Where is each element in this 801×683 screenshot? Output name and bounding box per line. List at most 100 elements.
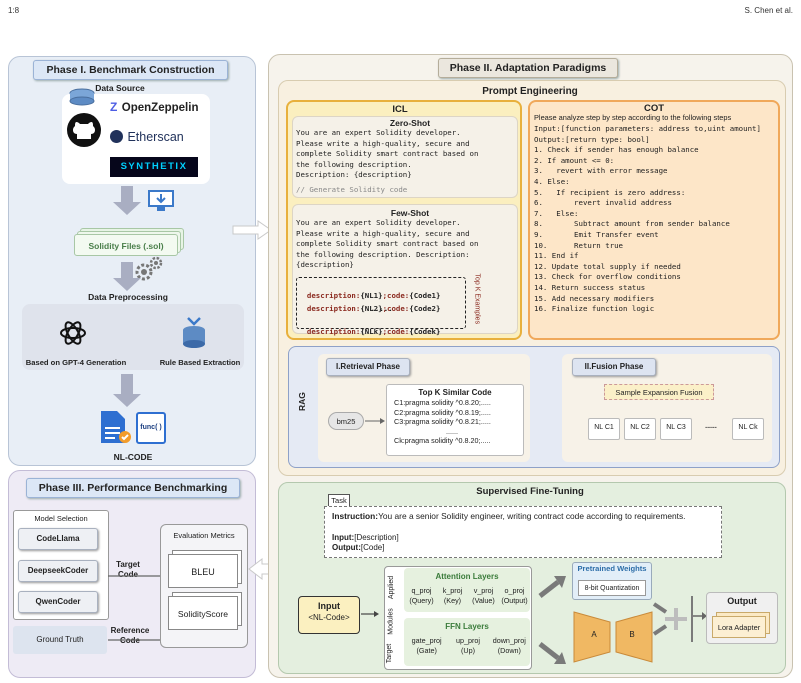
- nl-item: NL C2: [624, 418, 656, 440]
- task-box: [324, 506, 722, 558]
- cot-step: Input:[function parameters: address to,u…: [534, 124, 761, 133]
- solidity-files: Solidity Files (.sol): [74, 234, 178, 256]
- arrow-right: [365, 418, 385, 424]
- cot-title: COT: [643, 103, 665, 114]
- target-code-label: Target Code: [116, 560, 140, 579]
- target-modules-label: Applied Modules Target: [386, 575, 396, 664]
- flow-arrow-down: [113, 186, 141, 215]
- similar-code-line: C2:pragma solidity ^0.8.19;.....: [394, 407, 491, 417]
- cot-step: 7. Else:: [534, 208, 579, 218]
- sft-title: Supervised Fine-Tuning: [476, 486, 584, 497]
- cot-step: Output:[return type: bool]: [534, 134, 650, 144]
- cot-intro: Please analyze step by step according to…: [534, 113, 732, 122]
- sample-expansion-box: Sample Expansion Fusion: [604, 384, 714, 400]
- few-shot-box: [292, 204, 518, 334]
- arrow-right: [693, 612, 707, 620]
- lora-arrows: [538, 576, 566, 664]
- rule-extraction-icon: [183, 317, 205, 348]
- lora-ab-shapes: [573, 611, 653, 663]
- rule-label: Rule Based Extraction: [159, 358, 241, 367]
- example-row: description:{NL1};code:{Code1}: [306, 290, 441, 300]
- ground-truth-box: Ground Truth: [13, 626, 107, 654]
- similar-code-line: ......: [446, 426, 458, 436]
- few-shot-text: You are an expert Solidity developer. Pl…: [296, 218, 479, 270]
- lora-b-label: B: [629, 630, 635, 639]
- document-icon: [101, 411, 125, 443]
- phase1-title: Phase I. Benchmark Construction: [33, 60, 228, 80]
- topk-similar-lines: C1:pragma solidity ^0.8.20;.....C2:pragm…: [394, 398, 491, 446]
- cot-step: 3. revert with error message: [534, 166, 668, 176]
- examples-box: [296, 277, 466, 329]
- cot-step: 14. Return success status: [534, 282, 646, 292]
- cot-step: 8. Subtract amount from sender balance: [534, 219, 730, 229]
- check-badge-icon: [119, 431, 131, 443]
- openai-icon: [60, 321, 86, 345]
- page-number: 1:8: [8, 6, 20, 15]
- metric-bleu: BLEU: [168, 554, 238, 588]
- preprocessing-box: [22, 304, 244, 370]
- cot-steps: Input:[function parameters: address to,u…: [534, 124, 761, 315]
- pretrained-weights-title: Pretrained Weights: [577, 564, 647, 573]
- flow-arrow-down: [113, 374, 141, 407]
- model-selection-label: Model Selection: [34, 514, 88, 523]
- cot-step: 10. Return true: [534, 240, 623, 250]
- authors: S. Chen et al.: [744, 6, 793, 15]
- arrow-right: [361, 611, 379, 617]
- task-input-line: Input:[Description]: [332, 533, 399, 542]
- model-codellama: CodeLlama: [18, 528, 98, 550]
- task-output-line: Output:[Code]: [332, 543, 385, 552]
- gears-icon: [135, 256, 163, 281]
- example-row: description:{NLk};code:{Codek}: [306, 326, 441, 336]
- task-tab: Task: [328, 494, 350, 506]
- few-shot-title: Few-Shot: [390, 208, 430, 218]
- bm25-box: bm25: [328, 412, 364, 430]
- example-row: description:{NL2};code:{Code2}: [306, 303, 441, 313]
- retrieval-phase-title: I.Retrieval Phase: [326, 358, 410, 376]
- topk-examples-label: Top K Examples: [473, 273, 481, 325]
- merge-plus-icon: [652, 596, 693, 642]
- etherscan-logo: Etherscan: [110, 128, 210, 146]
- evaluation-metrics-label: Evaluation Metrics: [173, 531, 235, 540]
- topk-similar-box: [386, 384, 524, 456]
- nl-item: ......: [705, 423, 717, 430]
- model-qwencoder: QwenCoder: [18, 591, 98, 613]
- cot-step: 2. If amount <= 0:: [534, 155, 615, 165]
- metric-solidityscore: SolidityScore: [168, 596, 238, 630]
- download-monitor-icon: [148, 190, 174, 211]
- data-preprocessing-label: Data Preprocessing: [88, 292, 168, 302]
- projection-item: k_proj(Key): [442, 586, 463, 605]
- zero-shot-title: Zero-Shot: [389, 118, 431, 128]
- ffn-layers-title: FFN Layers: [445, 622, 489, 631]
- ffn-layers-box: [404, 618, 530, 666]
- github-icon: [67, 113, 101, 147]
- projection-item: gate_proj(Gate): [411, 636, 442, 655]
- projection-item: q_proj(Query): [409, 586, 434, 605]
- cot-panel: [528, 100, 780, 340]
- zero-shot-box: [292, 116, 518, 198]
- similar-code-line: C1:pragma solidity ^0.8.20;.....: [394, 398, 491, 407]
- sft-output-title: Output: [727, 596, 757, 606]
- instruction-line: Instruction:You are a senior Solidity en…: [332, 511, 686, 521]
- nl-item: NL Ck: [732, 418, 764, 440]
- openzeppelin-icon: Z: [110, 100, 118, 114]
- fusion-phase-title: II.Fusion Phase: [572, 358, 656, 376]
- zero-shot-comment: // Generate Solidity code: [296, 185, 408, 194]
- etherscan-icon: [110, 130, 123, 144]
- sft-input-box: Input <NL-Code>: [298, 596, 360, 634]
- topk-similar-title: Top K Similar Code: [418, 388, 492, 397]
- nl-item: NL C3: [660, 418, 692, 440]
- rag-label: RAG: [297, 392, 307, 411]
- cot-step: 15. Add necessary modifiers: [534, 293, 655, 303]
- lora-a-label: A: [591, 630, 597, 639]
- phase-connector-arrow: [232, 220, 272, 240]
- quantization-box: 8-bit Quantization: [578, 580, 646, 596]
- database-icon: [69, 88, 95, 106]
- nlcode-label: NL-CODE: [113, 452, 153, 462]
- cot-step: 5. If recipient is zero address:: [534, 187, 686, 197]
- model-deepseekcoder: DeepseekCoder: [18, 560, 98, 582]
- lora-adapter-box: Lora Adapter: [712, 616, 766, 638]
- attention-layers-box: [404, 568, 530, 612]
- icl-title: ICL: [392, 104, 408, 115]
- cot-step: 1. Check if sender has enough balance: [534, 145, 699, 155]
